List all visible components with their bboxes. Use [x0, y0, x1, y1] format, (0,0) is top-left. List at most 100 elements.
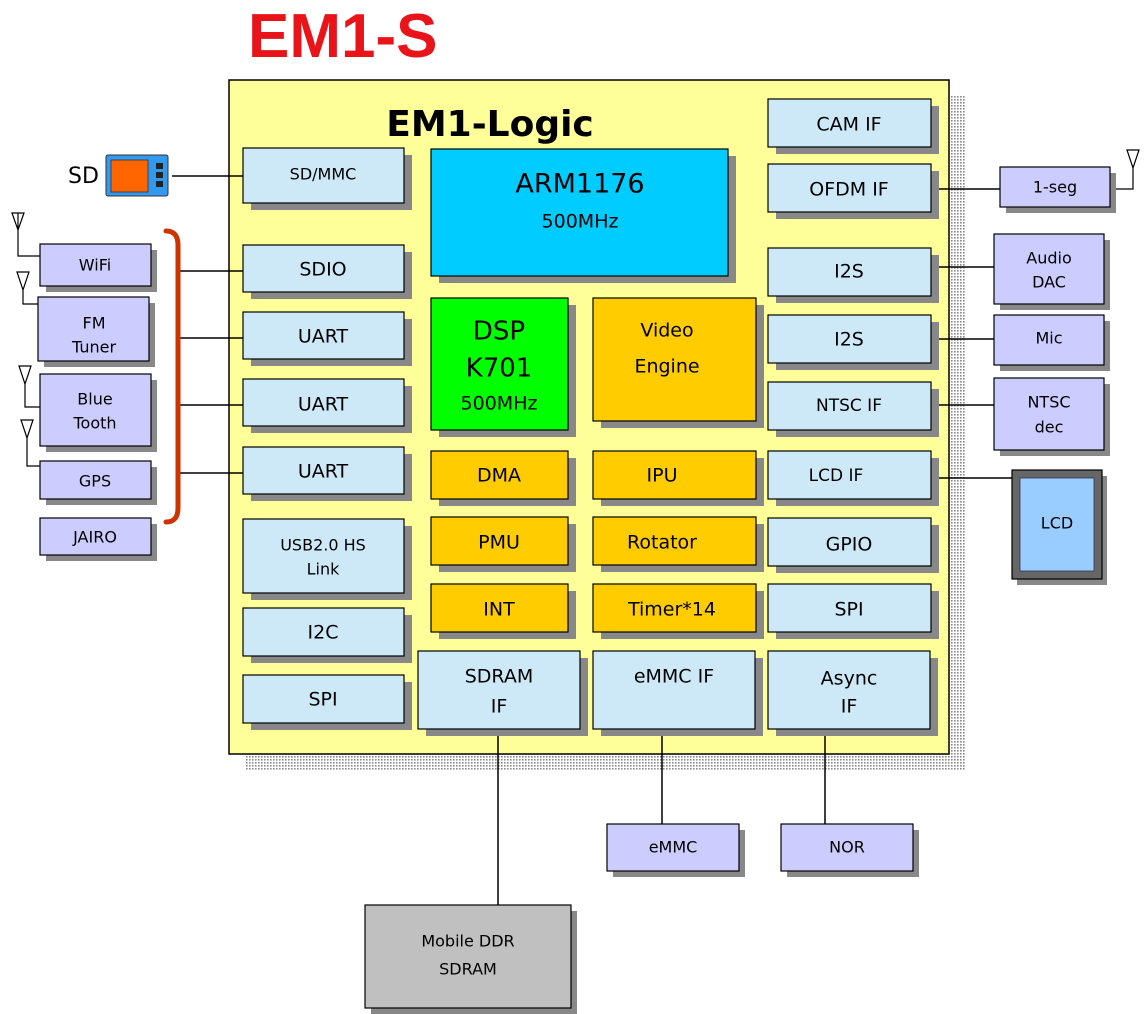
dsp-freq: 500MHz [461, 393, 538, 415]
emmc-if-block: eMMC IF [592, 650, 763, 736]
fm-label-line1: FM [82, 314, 105, 333]
wifi-device: WiFi [39, 243, 157, 292]
bluetooth-device: Blue Tooth [39, 373, 157, 452]
ntsc-dec-label-line1: NTSC [1027, 393, 1070, 412]
uart1-block: UART [242, 311, 412, 366]
dsp-line2: K701 [466, 354, 533, 384]
fm-tuner-device: FM Tuner [37, 296, 155, 367]
pmu-block: PMU [430, 516, 576, 572]
emmc-device: eMMC [606, 823, 745, 877]
sdram-if-block: SDRAM IF [417, 650, 588, 736]
wifi-antenna-icon [11, 212, 40, 257]
gps-antenna-icon [20, 419, 40, 467]
gpio-label: GPIO [826, 534, 873, 556]
bluetooth-label-line2: Tooth [72, 414, 116, 433]
left-spi-label: SPI [308, 689, 337, 711]
peripheral-bracket [163, 228, 181, 525]
uart2-block: UART [242, 378, 412, 433]
lcd-if-label: LCD IF [809, 466, 864, 486]
lcd-label: LCD [1041, 514, 1073, 533]
bluetooth-label-line1: Blue [77, 390, 112, 409]
gps-label: GPS [79, 472, 111, 491]
rotator-block: Rotator [592, 516, 764, 572]
async-if-line2: IF [841, 696, 858, 718]
mobile-ddr-sdram: Mobile DDR SDRAM [364, 904, 577, 1014]
emmc-if-label: eMMC IF [634, 666, 714, 688]
left-antennas [11, 212, 40, 467]
ipu-label: IPU [647, 465, 678, 487]
cpu-name: ARM1176 [515, 169, 644, 200]
dsp-k701-block: DSP K701 500MHz [430, 297, 576, 437]
async-if-block: Async IF [767, 650, 938, 736]
oneseg-antenna-icon [1114, 149, 1140, 190]
mic-label: Mic [1035, 329, 1062, 348]
i2s1-label: I2S [834, 261, 864, 283]
timer-label: Timer*14 [627, 599, 716, 621]
i2c-block: I2C [242, 607, 412, 663]
cam-if-block: CAM IF [767, 98, 939, 154]
cpu-arm1176-block: ARM1176 500MHz [430, 148, 736, 283]
ntsc-dec-label-line2: dec [1035, 418, 1064, 437]
nor-label: NOR [829, 838, 865, 857]
rotator-label: Rotator [627, 532, 697, 554]
oneseg-device: 1-seg [999, 166, 1116, 213]
uart1-label: UART [298, 326, 349, 348]
emmc-label: eMMC [649, 838, 698, 857]
jairo-label: JAIRO [72, 528, 117, 547]
int-block: INT [430, 583, 576, 639]
right-spi-label: SPI [834, 599, 863, 621]
left-spi-block: SPI [242, 674, 412, 730]
dsp-line1: DSP [473, 317, 525, 347]
fm-antenna-icon [16, 271, 38, 305]
ofdm-if-label: OFDM IF [809, 179, 888, 201]
uart3-block: UART [242, 446, 412, 501]
lcd-if-block: LCD IF [767, 450, 939, 506]
video-engine-line2: Engine [634, 356, 699, 378]
mic-device: Mic [993, 314, 1110, 371]
video-engine-block: Video Engine [592, 297, 764, 428]
sd-card-group: SD [68, 154, 169, 197]
bluetooth-antenna-icon [18, 365, 40, 408]
gps-device: GPS [39, 460, 157, 505]
audio-label-line2: DAC [1032, 273, 1066, 292]
sdio-block: SDIO [242, 244, 412, 299]
wifi-label: WiFi [79, 256, 111, 275]
sdmmc-label: SD/MMC [290, 165, 357, 184]
jairo-device: JAIRO [39, 517, 157, 561]
nor-device: NOR [780, 823, 919, 877]
i2c-label: I2C [308, 622, 339, 644]
i2s2-block: I2S [767, 314, 939, 370]
chip-title: EM1-Logic [386, 104, 594, 145]
ofdm-if-block: OFDM IF [767, 163, 939, 219]
usb-block: USB2.0 HS Link [242, 518, 412, 600]
fm-label-line2: Tuner [71, 338, 116, 357]
uart3-label: UART [298, 461, 349, 483]
right-spi-block: SPI [767, 583, 939, 639]
dma-label: DMA [477, 465, 521, 487]
dma-block: DMA [430, 450, 576, 506]
async-if-line1: Async [821, 668, 878, 690]
pmu-label: PMU [478, 532, 520, 554]
ipu-block: IPU [592, 450, 764, 506]
sdmmc-block: SD/MMC [242, 147, 412, 210]
cam-if-label: CAM IF [816, 114, 881, 136]
i2s1-block: I2S [767, 247, 939, 303]
ntsc-if-label: NTSC IF [816, 396, 882, 416]
uart2-label: UART [298, 394, 349, 416]
sdram-if-line1: SDRAM [465, 666, 534, 688]
ntsc-dec-device: NTSC dec [993, 377, 1110, 456]
timer-block: Timer*14 [592, 583, 764, 639]
sd-card-icon [105, 154, 169, 197]
lcd-panel-device: LCD [1011, 469, 1107, 585]
audio-dac-device: Audio DAC [993, 233, 1110, 310]
ntsc-if-block: NTSC IF [767, 381, 939, 437]
audio-label-line1: Audio [1026, 249, 1071, 268]
cpu-freq: 500MHz [542, 211, 619, 233]
usb-label-line2: Link [307, 560, 341, 579]
ddr-label-line1: Mobile DDR [421, 932, 514, 951]
usb-label-line1: USB2.0 HS [280, 536, 366, 555]
oneseg-label: 1-seg [1033, 178, 1077, 197]
sdram-if-line2: IF [491, 696, 508, 718]
ddr-label-line2: SDRAM [439, 960, 497, 979]
